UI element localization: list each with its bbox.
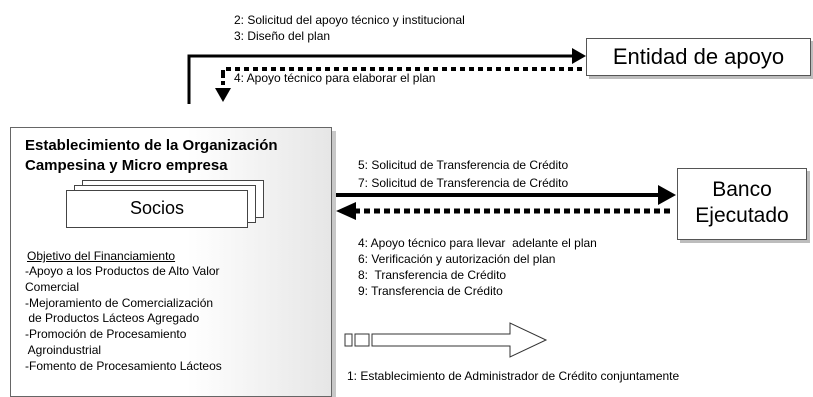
solid-request-arrowhead — [572, 48, 586, 64]
step6-label: 6: Verificación y autorización del plan — [358, 252, 556, 266]
dotted-transfer-arrowhead — [336, 202, 356, 220]
step2-label: 2: Solicitud del apoyo técnico y institu… — [234, 13, 465, 27]
step9-label: 9: Transferencia de Crédito — [358, 284, 503, 298]
objetivo-item: -Apoyo a los Productos de Alto Valor — [25, 264, 220, 278]
step4b-label: 4: Apoyo técnico para llevar adelante el… — [358, 236, 597, 250]
objetivo-item: Comercial — [25, 279, 80, 294]
banco-label-line2: Ejecutado — [695, 204, 789, 227]
objetivo-item: -Mejoramiento de Comercialización — [25, 295, 214, 310]
objetivo-list: -Apoyo a los Productos de Alto Valor Com… — [25, 264, 222, 375]
dotted-support-line — [221, 67, 582, 74]
step4-label: 4: Apoyo técnico para elaborar el plan — [234, 71, 436, 85]
socios-stack: Socios — [66, 180, 264, 234]
objetivo-title: Objetivo del Financiamiento — [27, 249, 176, 263]
organizacion-box: Establecimiento de la Organización Campe… — [10, 127, 332, 397]
legend-square-small — [344, 333, 353, 347]
organizacion-title-line1: Establecimiento de la Organización — [25, 137, 278, 154]
step1-label: 1: Establecimiento de Administrador de C… — [347, 369, 680, 383]
objetivo-item: de Productos Lácteos Agregado — [25, 311, 200, 326]
step8-label: 8: Transferencia de Crédito — [358, 268, 507, 282]
entidad-box: Entidad de apoyo — [586, 38, 811, 76]
organizacion-title: Establecimiento de la Organización Campe… — [25, 136, 278, 176]
objetivo-item: -Promoción de Procesamiento — [25, 327, 187, 342]
step5-label: 5: Solicitud de Transferencia de Crédito — [358, 158, 569, 172]
socios-label: Socios — [129, 198, 185, 218]
objetivo-item: -Fomento de Procesamiento Lácteos — [25, 358, 222, 373]
dotted-support-arrowhead — [215, 88, 231, 102]
solid-request-arrow — [187, 54, 574, 104]
banco-label-line1: Banco — [712, 178, 772, 201]
connector-layer — [187, 48, 676, 358]
step3-label: 3: Diseño del plan — [234, 29, 331, 43]
socios-doc-front: Socios — [66, 190, 248, 228]
legend-square-large — [354, 333, 370, 347]
banco-box: Banco Ejecutado — [677, 168, 807, 240]
legend-outline-arrow — [371, 322, 548, 358]
step7-label: 7: Solicitud de Transferencia de Crédito — [358, 176, 569, 190]
organizacion-title-line2: Campesina y Micro empresa — [25, 157, 228, 174]
entidad-label: Entidad de apoyo — [612, 44, 785, 69]
objetivo-item: Agroindustrial — [25, 342, 102, 357]
solid-transfer-request-arrowhead — [658, 185, 676, 205]
